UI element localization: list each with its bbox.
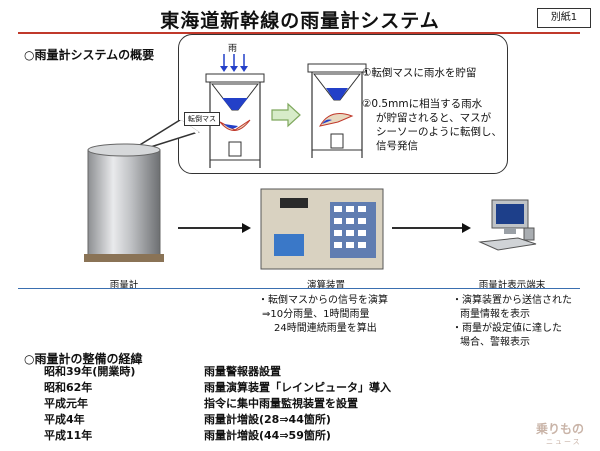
section-divider bbox=[18, 288, 580, 289]
rain-gauge-image bbox=[84, 143, 164, 262]
title-divider bbox=[18, 32, 580, 34]
bucket-diagram-after bbox=[300, 50, 380, 169]
rain-label: 雨 bbox=[228, 44, 238, 54]
terminal-caption: 雨量計表示端末 bbox=[478, 280, 546, 291]
flow-arrow-icon-2 bbox=[392, 223, 471, 233]
processor-notes: ・転倒マスからの信号を演算 ⇒10分雨量、1時間雨量 24時間連続雨量を算出 bbox=[258, 295, 388, 334]
transition-arrow-icon bbox=[271, 102, 301, 128]
tipping-bucket-diagram bbox=[205, 54, 265, 168]
overview-heading: ○雨量計システムの概要 bbox=[24, 48, 155, 62]
history-year: 平成11年 bbox=[44, 429, 93, 442]
bucket-label: 転倒マス bbox=[184, 112, 220, 126]
history-events: 雨量警報器設置 雨量演算装置「レインピュータ」導入 指令に集中雨量監視装置を設置… bbox=[204, 364, 391, 444]
page-title: 東海道新幹線の雨量計システム bbox=[160, 10, 440, 32]
processing-unit-image bbox=[260, 188, 384, 270]
history-event: 雨量計増設(28⇒44箇所) bbox=[204, 413, 331, 426]
terminal-computer-icon bbox=[478, 199, 537, 251]
step-2-text: ②0.5mmに相当する雨水 が貯留されると、マスが シーソーのように転倒し、 信… bbox=[362, 98, 502, 152]
history-event: 雨量警報器設置 bbox=[204, 365, 281, 378]
history-event: 雨量演算装置「レインピュータ」導入 bbox=[204, 381, 391, 394]
gauge-caption: 雨量計 bbox=[109, 280, 139, 291]
attachment-tag: 別紙1 bbox=[537, 8, 591, 28]
terminal-notes: ・演算装置から送信された 雨量情報を表示 ・雨量が設定値に達した 場合、警報表示 bbox=[452, 295, 572, 348]
history-year: 平成4年 bbox=[44, 413, 85, 426]
history-year: 平成元年 bbox=[44, 397, 88, 410]
step-1-text: ①転倒マスに雨水を貯留 bbox=[362, 67, 477, 79]
history-event: 雨量計増設(44⇒59箇所) bbox=[204, 429, 331, 442]
tipping-bucket-tilted-diagram bbox=[307, 63, 367, 158]
history-year: 昭和62年 bbox=[44, 381, 93, 394]
watermark-logo: 乗りもの ニュース bbox=[536, 422, 585, 446]
processor-caption: 演算装置 bbox=[306, 280, 345, 291]
history-years: 昭和39年(開業時) 昭和62年 平成元年 平成4年 平成11年 bbox=[44, 364, 135, 444]
history-heading: ○雨量計の整備の経緯 bbox=[24, 352, 143, 366]
history-year: 昭和39年(開業時) bbox=[44, 365, 136, 378]
history-event: 指令に集中雨量監視装置を設置 bbox=[204, 397, 358, 410]
flow-arrow-icon bbox=[178, 223, 251, 233]
